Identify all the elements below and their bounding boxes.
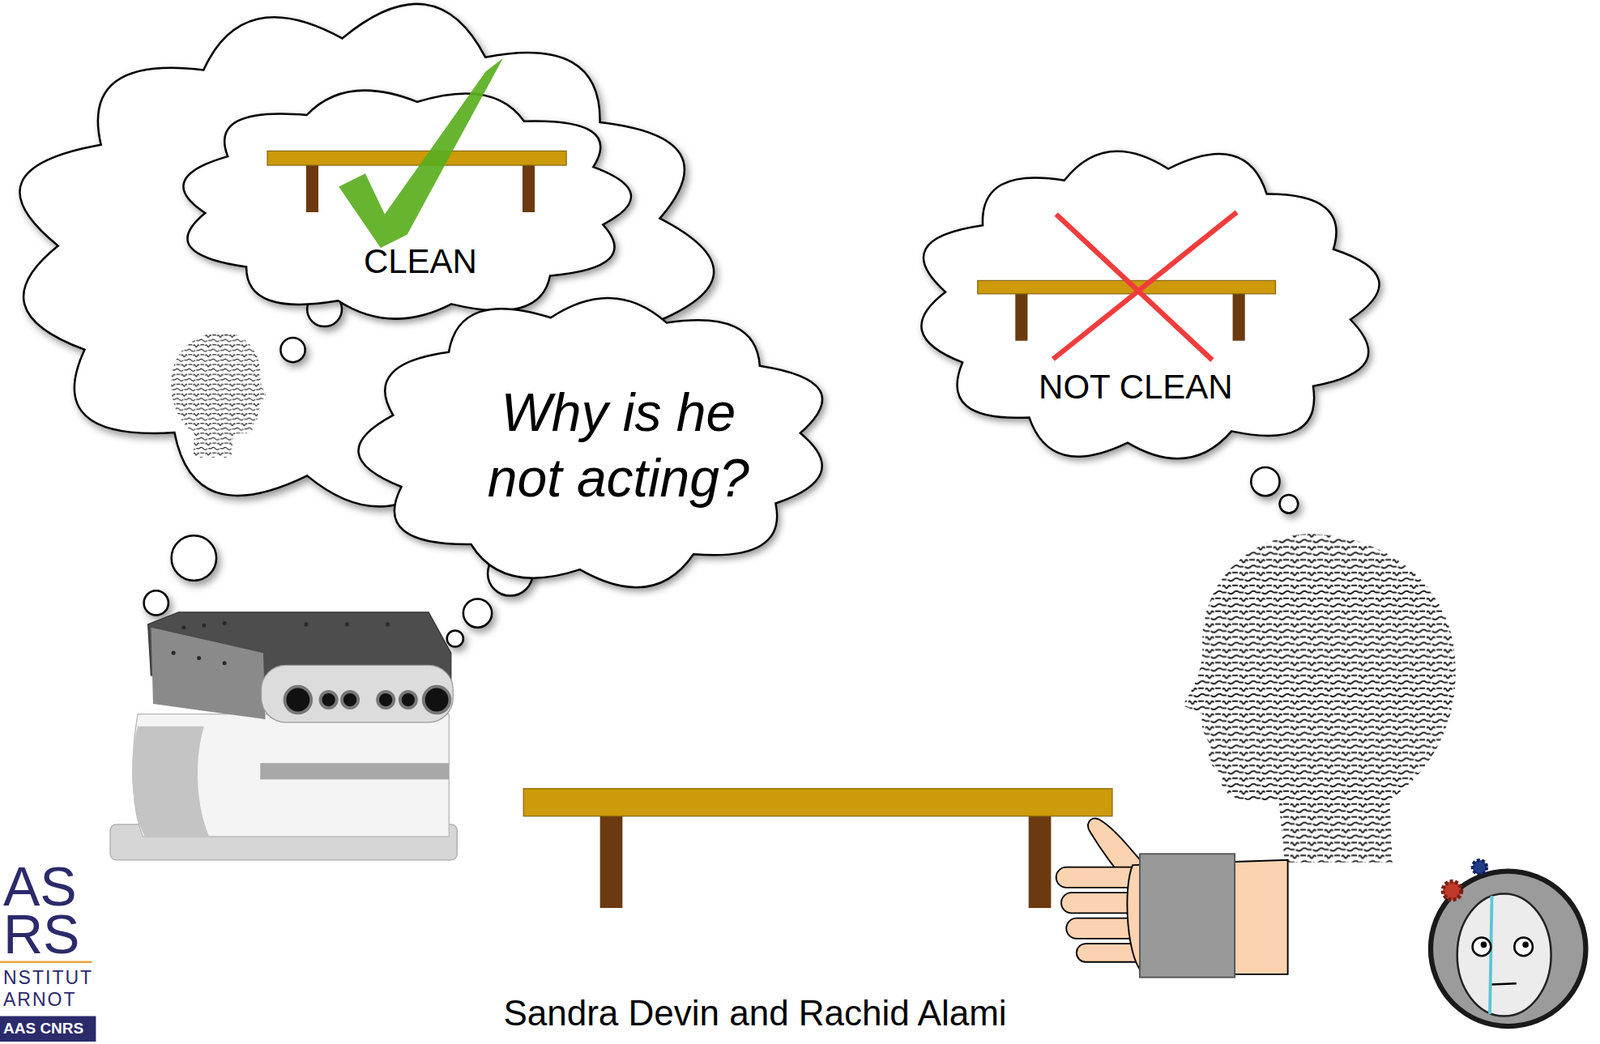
meme-face-logo <box>1430 860 1586 1027</box>
logo-text: RS <box>3 906 80 962</box>
small-head-icon <box>170 332 268 458</box>
meme-face-logo-part <box>1430 871 1586 1027</box>
robot-part-part <box>345 622 350 627</box>
thought-dots-part <box>280 337 305 363</box>
cloud-shape <box>183 89 632 319</box>
thought-cloud: NOT CLEAN <box>908 142 1388 470</box>
robot-part <box>260 665 453 723</box>
robot-part-part <box>385 622 390 627</box>
logo-text: AAS CNRS <box>3 1019 84 1038</box>
logo-text: AS <box>3 858 77 914</box>
thought-dots-part <box>171 535 217 581</box>
logo-text: NSTITUT <box>3 968 94 988</box>
thought-cloud: Why is he not acting? <box>351 290 838 594</box>
robot <box>110 612 457 861</box>
robot-part-part <box>423 686 451 714</box>
lab-logo <box>0 962 96 1042</box>
robot-part <box>260 763 449 780</box>
thought-text: CLEAN <box>363 241 478 282</box>
robot-part-part <box>222 621 227 626</box>
thought-dots-part <box>1250 467 1280 496</box>
table-part <box>1028 814 1052 909</box>
thought-dots-part <box>447 630 464 647</box>
robot-part-part <box>171 651 176 656</box>
robot-part-part <box>377 691 394 709</box>
robot-part-part <box>222 661 227 666</box>
label-holder: AS <box>0 0 74 56</box>
author-credit: Sandra Devin and Rachid Alami <box>503 992 1007 1036</box>
robot-part-part <box>320 691 338 709</box>
meme-face-logo-part <box>1472 938 1492 957</box>
cloud-outline <box>908 142 1388 470</box>
cloud-shape <box>358 298 824 588</box>
table-part <box>600 814 623 909</box>
meme-face-logo-part <box>1457 893 1552 1016</box>
meme-face-logo-part <box>1514 938 1533 957</box>
robot-part <box>171 621 391 666</box>
robot-part <box>132 726 210 837</box>
thought-dots-part <box>463 598 492 628</box>
human-head-icon <box>1182 533 1456 863</box>
small-head-icon-part <box>170 332 268 458</box>
meme-face-logo-part <box>1492 983 1517 985</box>
cloud-outline <box>168 81 644 327</box>
hand-with-sponge <box>1056 818 1289 978</box>
meme-face-logo-part <box>1472 860 1488 875</box>
robot-part <box>284 686 450 714</box>
thought-dots-part <box>1280 494 1299 514</box>
label-holder: AAS CNRS <box>0 0 81 18</box>
robot-part-part <box>284 686 312 714</box>
robot-part <box>150 627 265 720</box>
table <box>523 789 1113 909</box>
label-holder: NSTITUT <box>0 0 90 19</box>
robot-part-part <box>196 656 201 661</box>
meme-face-logo-part <box>1522 942 1529 949</box>
lab-logo-part <box>0 1016 96 1042</box>
thought-cloud: CLEAN <box>168 81 644 327</box>
label-holder: RS <box>0 0 77 56</box>
robot-part-part <box>303 622 308 627</box>
hand-with-sponge-part <box>1139 853 1235 978</box>
table-part <box>523 789 1113 817</box>
thought-dots-part <box>144 590 169 615</box>
robot-part <box>132 714 449 837</box>
robot-part-part <box>201 623 206 628</box>
meme-face-logo-part <box>1480 942 1488 949</box>
logo-text: ARNOT <box>3 990 77 1010</box>
thought-text: Why is he not acting? <box>472 379 764 513</box>
label-holder: Sandra Devin and Rachid Alami <box>0 0 504 43</box>
robot-part-part <box>341 691 359 709</box>
label-holder: ARNOT <box>0 0 74 19</box>
thought-text: NOT CLEAN <box>1038 366 1234 408</box>
meme-face-logo-part <box>1489 896 1493 1015</box>
robot-part-part <box>400 691 417 709</box>
cloud-outline <box>351 290 838 594</box>
meme-face-logo-part <box>1442 881 1462 901</box>
scene <box>0 4 1586 1042</box>
cloud-shape <box>921 151 1379 460</box>
robot-part-part <box>181 625 186 630</box>
human-head-icon-part <box>1182 533 1456 863</box>
